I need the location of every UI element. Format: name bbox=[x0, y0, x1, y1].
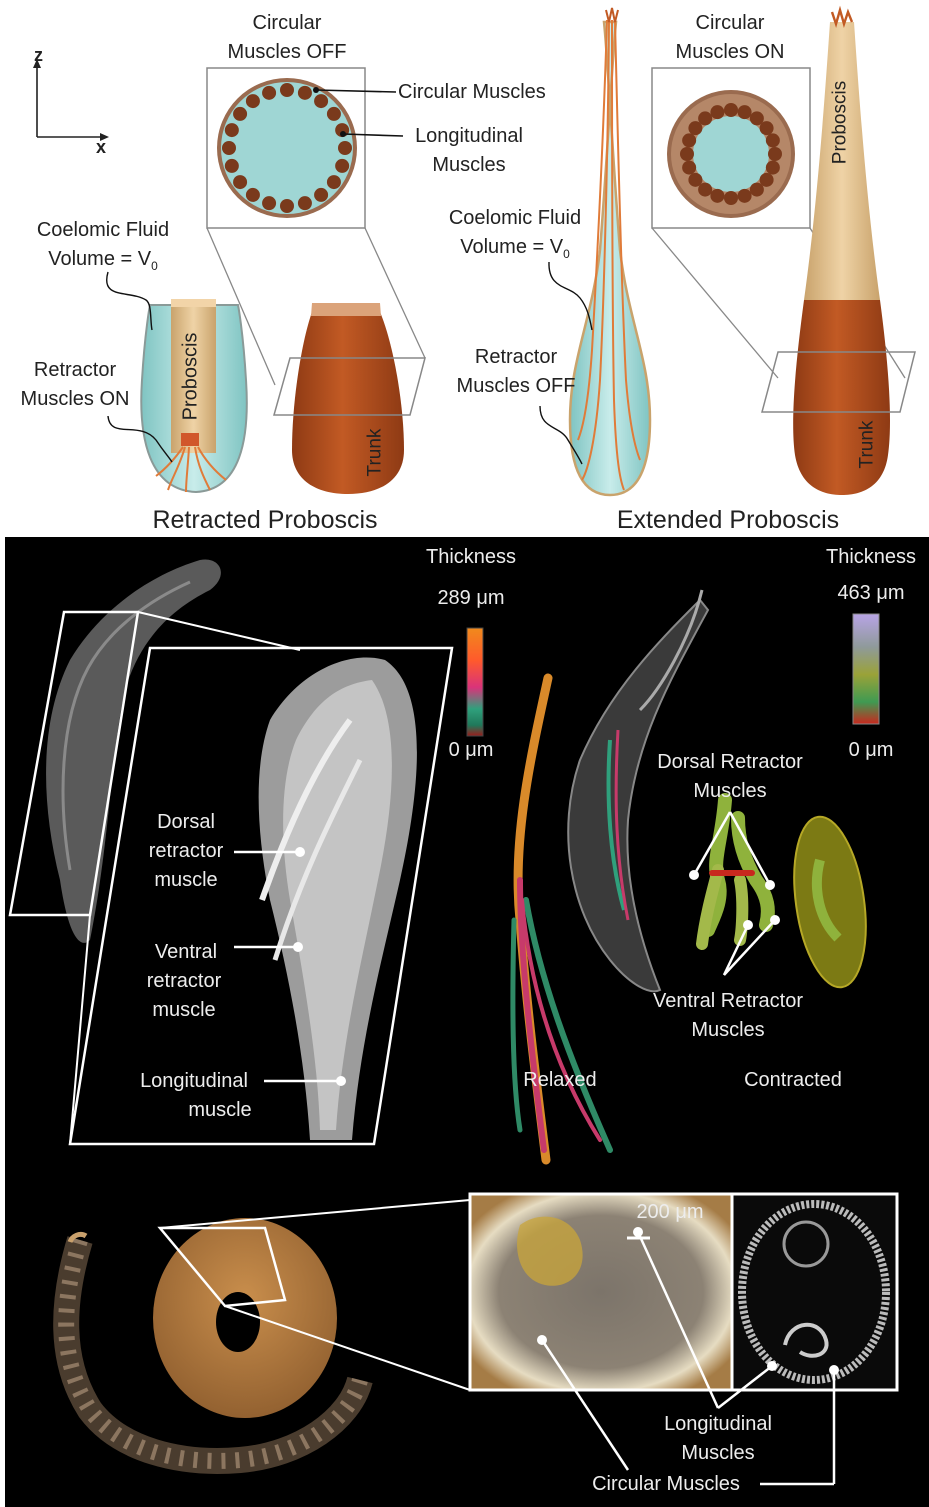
thickness-left-title: Thickness bbox=[416, 543, 526, 572]
thickness-right-title: Thickness bbox=[816, 543, 926, 572]
dorsal-retractor-1: Dorsal bbox=[138, 808, 234, 837]
worm-photo bbox=[66, 1218, 360, 1461]
thickness-left-max: 289 μm bbox=[426, 584, 516, 613]
thickness-colorbar-right bbox=[853, 614, 879, 724]
ventral-retractor-2: retractor bbox=[126, 967, 242, 996]
dorsal-retractor-muscles-1: Dorsal Retractor bbox=[632, 748, 828, 777]
dorsal-retractor-2: retractor bbox=[128, 837, 244, 866]
bottom-longitudinal-2: Muscles bbox=[664, 1439, 772, 1468]
thickness-colorbar-left bbox=[467, 628, 483, 736]
contracted-label: Contracted bbox=[728, 1066, 858, 1095]
bottom-longitudinal-1: Longitudinal bbox=[644, 1410, 792, 1439]
ventral-retractor-1: Ventral bbox=[136, 938, 236, 967]
relaxed-label: Relaxed bbox=[506, 1066, 614, 1095]
dorsal-retractor-3: muscle bbox=[136, 866, 236, 895]
contracted-worm bbox=[784, 812, 875, 992]
scale-bar-label: 200 μm bbox=[620, 1198, 720, 1227]
ventral-retractor-muscles-1: Ventral Retractor bbox=[630, 987, 826, 1016]
thickness-left-min: 0 μm bbox=[440, 736, 502, 765]
bottom-circular: Circular Muscles bbox=[568, 1470, 764, 1499]
longitudinal-muscle-1: Longitudinal bbox=[124, 1067, 264, 1096]
thickness-right-max: 463 μm bbox=[826, 579, 916, 608]
thickness-right-min: 0 μm bbox=[840, 736, 902, 765]
ventral-retractor-3: muscle bbox=[134, 996, 234, 1025]
dorsal-retractor-muscles-2: Muscles bbox=[672, 777, 788, 806]
longitudinal-muscle-2: muscle bbox=[172, 1096, 268, 1125]
ventral-retractor-muscles-2: Muscles bbox=[670, 1016, 786, 1045]
